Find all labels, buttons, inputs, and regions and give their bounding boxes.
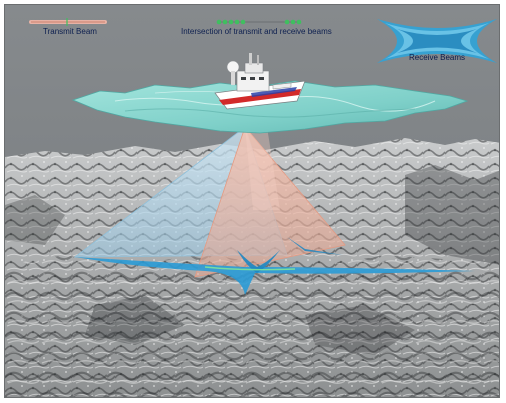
legend-receive-beams-marker: [377, 19, 497, 63]
legend-receive-beams-label: Receive Beams: [409, 53, 466, 62]
intersection-footprint: [204, 266, 296, 271]
receive-beam-footprint: [75, 237, 475, 295]
legend-transmit-beam-label: Transmit Beam: [43, 27, 97, 36]
diagram-frame: Transmit Beam Intersection of transmit a…: [4, 4, 500, 398]
legend-intersection-label: Intersection of transmit and receive bea…: [181, 27, 332, 36]
diagram-canvas: [5, 5, 499, 397]
legend-intersection-marker: [216, 19, 302, 25]
legend-transmit-beam-marker: [29, 18, 107, 26]
survey-ship: [214, 53, 306, 110]
